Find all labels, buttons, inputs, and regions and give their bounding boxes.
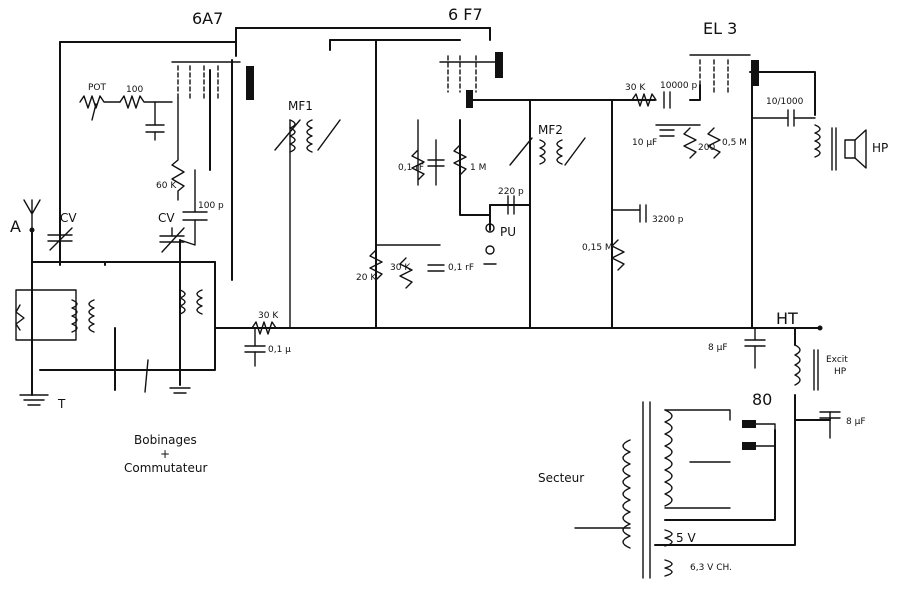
label-r30k-mid: 30 K	[258, 311, 279, 321]
label-cv2: CV	[158, 211, 175, 225]
label-c220p: 220 p	[498, 187, 524, 197]
resistor-60k-symbol	[171, 97, 185, 201]
el3-input-network-symbol	[631, 91, 721, 159]
label-hp: HP	[872, 141, 888, 155]
label-r20k: 20 K	[356, 273, 377, 283]
label-5v: 5 V	[676, 531, 696, 545]
label-c01rf-a: 0,1 rF	[398, 163, 424, 173]
tube-6f7-symbol	[439, 52, 503, 108]
label-c01rf-b: 0,1 rF	[448, 263, 474, 273]
label-bobinages-1: Bobinages	[134, 433, 197, 447]
label-r1m: 1 M	[470, 163, 486, 173]
label-pot: POT	[88, 83, 107, 93]
power-transformer-symbol	[574, 401, 776, 579]
label-pu: PU	[500, 225, 516, 239]
label-r015m: 0,15 M	[582, 243, 613, 253]
label-excit-2: HP	[834, 367, 847, 377]
label-c10-1000: 10/1000	[766, 97, 804, 107]
label-cv1: CV	[60, 211, 77, 225]
label-r100: 100	[126, 85, 143, 95]
label-c3200p: 3200 p	[652, 215, 684, 225]
label-bobinages-2: +	[160, 447, 170, 461]
label-antenna: A	[10, 217, 21, 236]
label-tube-el3: EL 3	[703, 19, 737, 38]
label-r60k: 60 K	[156, 181, 177, 191]
output-transformer-symbol	[751, 109, 867, 171]
label-ht: HT	[776, 309, 798, 328]
cv-capacitor-1-symbol	[47, 224, 73, 263]
label-bobinages-3: Commutateur	[124, 461, 207, 475]
label-excit-1: Excit	[826, 355, 848, 365]
label-63v: 6,3 V CH.	[690, 563, 732, 573]
label-tube-80: 80	[752, 390, 772, 409]
capacitor-220p-symbol	[507, 195, 515, 215]
tube-el3-symbol	[689, 54, 759, 95]
main-wiring	[31, 27, 831, 546]
label-r30k-b: 30 K	[390, 263, 411, 273]
cathode-network-6f7-symbol	[411, 119, 467, 186]
label-c8uf-b: 8 µF	[846, 417, 866, 427]
tube-6a7-symbol	[171, 61, 254, 100]
earth-symbol	[19, 394, 49, 406]
label-c01uf: 0,1 µ	[268, 345, 291, 355]
bobinage-coils-symbol	[15, 289, 203, 394]
label-mf2: MF2	[538, 123, 563, 137]
cv-capacitor-2-symbol	[159, 227, 185, 253]
antenna-symbol	[23, 199, 41, 233]
label-secteur: Secteur	[538, 471, 584, 485]
capacitor-100p-symbol	[179, 169, 208, 246]
label-c100p: 100 p	[198, 201, 224, 211]
filter-section-symbol	[744, 325, 841, 439]
label-earth: T	[57, 397, 66, 411]
label-r30k-el3: 30 K	[625, 83, 646, 93]
label-c10uf: 10 µF	[632, 138, 657, 148]
label-c8uf-a: 8 µF	[708, 343, 728, 353]
bias-network-symbol	[369, 244, 445, 289]
label-c10000p: 10000 p	[660, 81, 697, 91]
pot-resistor-symbol	[79, 95, 173, 141]
label-tube-6f7: 6 F7	[448, 5, 483, 24]
resistor-30k-mid-symbol	[244, 321, 277, 367]
label-tube-6a7: 6A7	[192, 9, 223, 28]
pu-jack-symbol	[483, 223, 497, 265]
label-mf1: MF1	[288, 99, 313, 113]
label-r200: 200	[698, 143, 715, 153]
mf1-transformer-symbol	[274, 119, 341, 329]
tone-network-symbol	[611, 204, 647, 271]
mf2-transformer-symbol	[509, 137, 586, 166]
label-r05m: 0,5 M	[722, 138, 747, 148]
